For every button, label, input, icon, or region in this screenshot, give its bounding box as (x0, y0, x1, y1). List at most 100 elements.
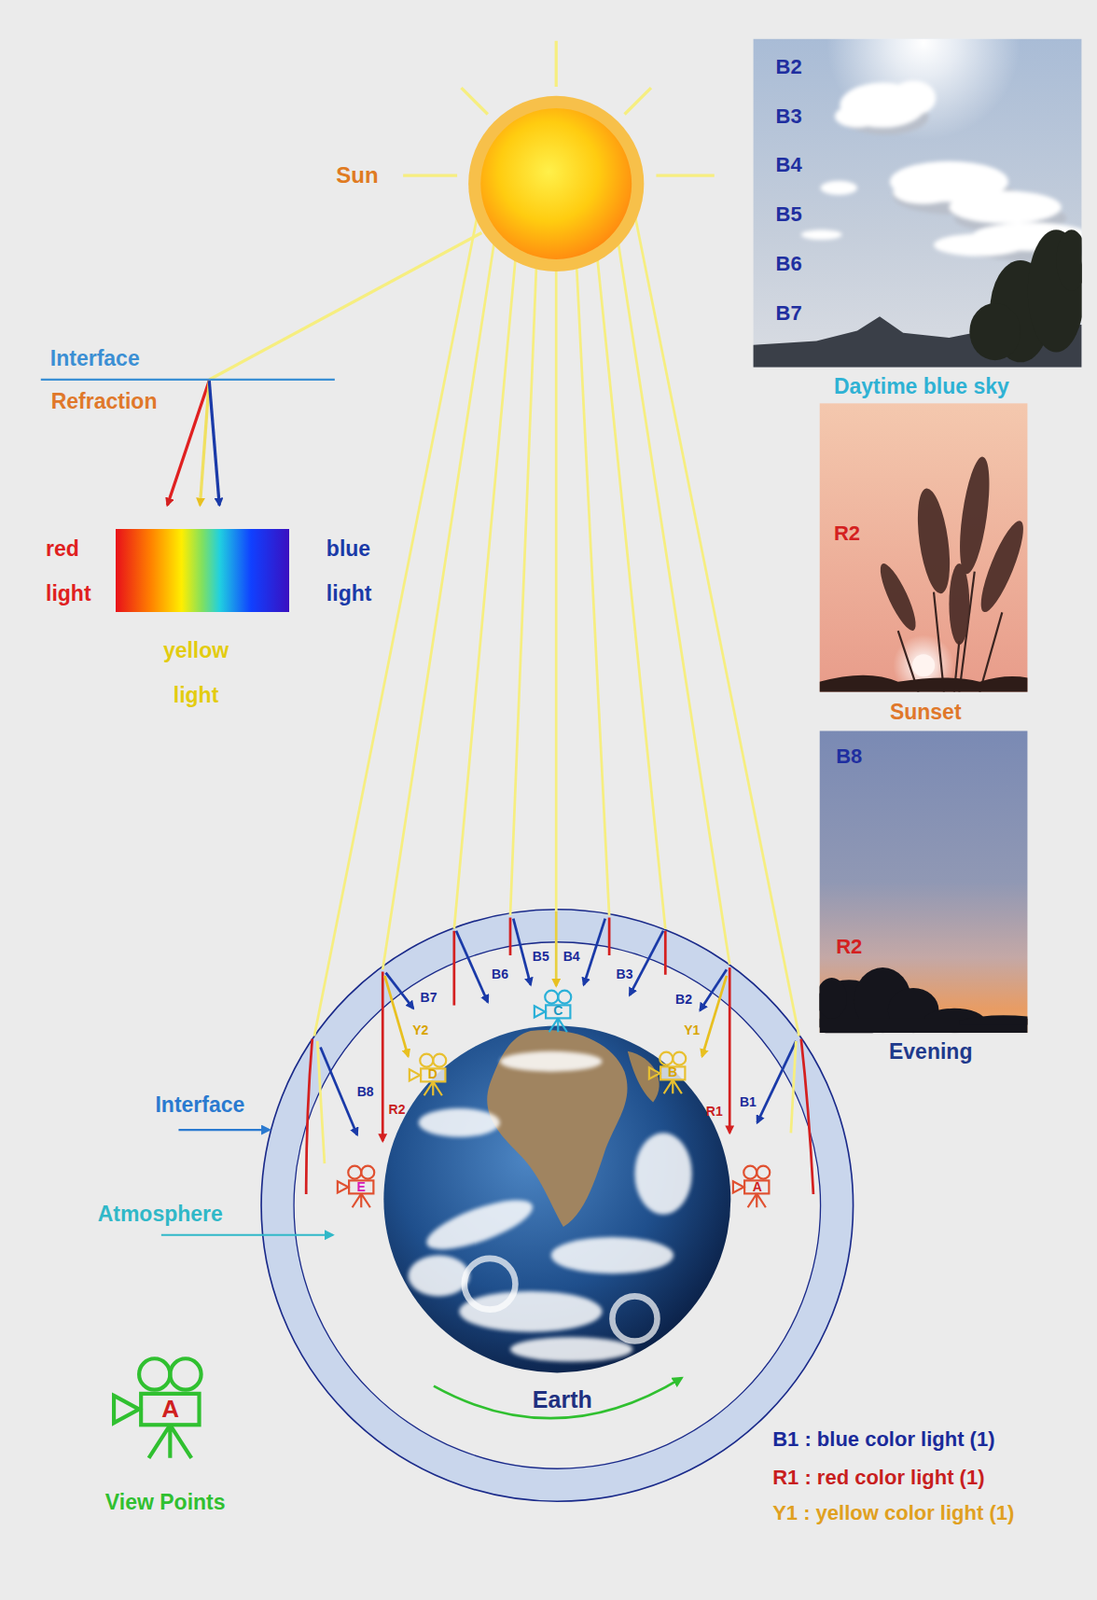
sunset-photo (874, 455, 1028, 646)
view-point-camera: AView Points (111, 1352, 209, 1460)
camera-body (745, 1180, 770, 1195)
camera-icon (111, 1352, 209, 1460)
earth-globe (458, 1291, 602, 1333)
sun-short-rays (555, 41, 558, 87)
daytime-photo (834, 105, 880, 128)
daytime-photo (969, 303, 1021, 361)
camera-letter: D (428, 1067, 438, 1082)
camera-reel (347, 1166, 362, 1180)
text-label: B8 (835, 745, 862, 768)
view-points-caption: View Points (105, 1491, 226, 1515)
camera-tripod (748, 1194, 766, 1209)
scattered-light (608, 917, 611, 956)
text-label: B4 (776, 153, 803, 177)
earth-globe (421, 1190, 539, 1260)
camera-body (660, 1066, 685, 1080)
photo-caption: Sunset (889, 700, 962, 724)
sun-circle: Sun (469, 97, 643, 271)
atmosphere-ring: B5B4B3B6B2B7Y2Y1B8R2R1B1EarthCDBEA (261, 909, 854, 1502)
scattered-light (317, 1041, 325, 1164)
camera-reel (419, 1053, 433, 1067)
text-label: B8 (357, 1084, 375, 1099)
scattered-light (757, 1041, 797, 1124)
text-label: B2 (675, 992, 693, 1007)
sun-rays (611, 204, 730, 965)
daytime-photo (1055, 229, 1082, 292)
text-label: B2 (776, 55, 803, 79)
daytime-photo (948, 191, 1061, 224)
sun-rays (454, 204, 521, 930)
camera-reel (659, 1051, 673, 1065)
camera-reel (557, 990, 571, 1004)
text-label: R2 (833, 522, 861, 545)
camera-tripod (352, 1194, 371, 1209)
evening-photo (819, 730, 1028, 1033)
text-label: B7 (776, 302, 803, 325)
daytime-photo (892, 180, 955, 205)
scattered-light (305, 1039, 313, 1195)
scattered-light (791, 1041, 796, 1133)
atmosphere-ring-drawing (261, 909, 854, 1502)
camera-lens (733, 1180, 744, 1193)
camera-reel (744, 1166, 758, 1180)
color-spectrum-bar: red lightblue lightyellow light (115, 528, 290, 613)
pointer-arrows (178, 1128, 269, 1131)
scattered-light (629, 930, 664, 996)
evening-photo: B8R2Evening (819, 730, 1028, 1033)
scattered-light (509, 917, 513, 956)
text-label: B5 (532, 949, 550, 964)
camera-reel (544, 990, 558, 1004)
camera-tripod (663, 1079, 681, 1094)
evening-photo (819, 967, 1028, 1033)
scattered-light (801, 1039, 814, 1195)
scattered-light (381, 971, 385, 1141)
pointer-arrows (161, 1129, 682, 1418)
earth-globe (611, 1295, 657, 1341)
text-label: Y1 (683, 1023, 700, 1038)
sun-disc (468, 96, 644, 272)
camera-b: B (648, 1049, 690, 1095)
camera-reel (170, 1358, 202, 1389)
legend-text: Y1 : yellow color light (1) (772, 1501, 1014, 1525)
scattered-light (384, 975, 408, 1056)
sun-rays (314, 204, 800, 1037)
refraction-label: Refraction (51, 389, 158, 414)
refraction-sketch (41, 378, 335, 381)
sun-disc (468, 96, 644, 272)
sun-short-rays (402, 174, 458, 178)
sun-rays (382, 204, 500, 970)
sunset-photo (819, 402, 1028, 693)
earth-globe (486, 1029, 627, 1227)
camera-outline (113, 1358, 202, 1459)
earth-globe (627, 1051, 660, 1103)
camera-body (348, 1180, 374, 1195)
camera-lens (408, 1069, 419, 1081)
camera-letter: C (553, 1004, 563, 1019)
atmosphere-ring-drawing (261, 909, 854, 1502)
sun-rays (555, 204, 558, 912)
interface-label: Interface (50, 347, 140, 371)
sun-rays (510, 204, 540, 917)
sun-rays (632, 204, 799, 1037)
scaled-drawing (41, 0, 1093, 1501)
sunset-photo: R2Sunset (819, 402, 1028, 693)
text-label: R2 (388, 1103, 406, 1118)
refraction-sketch (199, 380, 209, 505)
scattered-light (728, 967, 732, 1133)
camera-body (141, 1392, 200, 1424)
camera-reel (138, 1358, 170, 1389)
camera-tripod (423, 1081, 442, 1096)
camera-outline (649, 1051, 686, 1094)
scattered-light (320, 1046, 358, 1135)
text-label: B3 (616, 967, 634, 982)
daytime-photo (801, 80, 1083, 256)
camera-body (420, 1068, 445, 1082)
daytime-photo (890, 80, 936, 115)
scattered-light (702, 975, 727, 1056)
legend-text: B1 : blue color light (1) (772, 1427, 995, 1450)
text-label: B7 (420, 990, 438, 1005)
atmosphere-label: Atmosphere (97, 1202, 223, 1226)
daytime-sky-photo: B2B3B4B5B6B7Daytime blue sky (752, 39, 1082, 368)
camera-reel (432, 1053, 446, 1067)
